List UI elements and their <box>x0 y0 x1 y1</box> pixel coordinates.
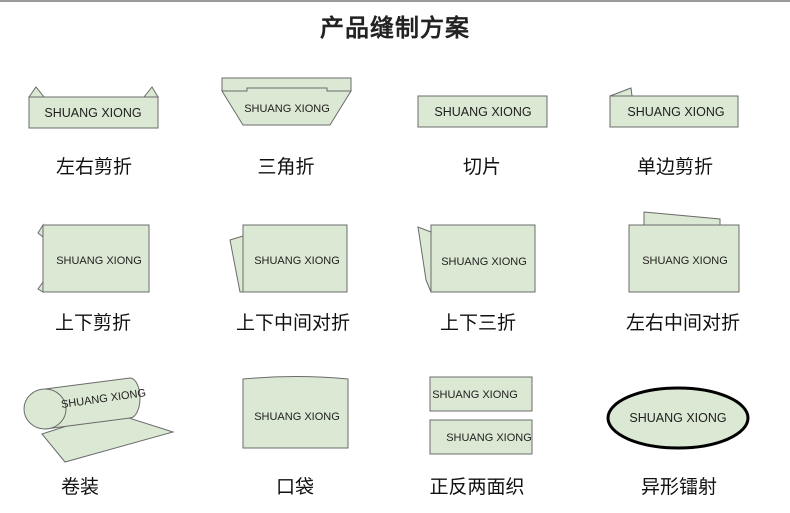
caption-top-bottom-cut-fold: 上下剪折 <box>54 312 131 334</box>
brand-label: SHUANG XIONG <box>254 411 340 423</box>
brand-label: SHUANG XIONG <box>629 411 726 425</box>
caption-triangle-fold: 三角折 <box>257 156 315 178</box>
figure-left-right-center-fold: SHUANG XIONG <box>628 211 740 293</box>
figure-left-right-cut-fold: SHUANG XIONG <box>28 86 159 129</box>
caption-pocket: 口袋 <box>275 476 314 498</box>
figure-double-sided-weave: SHUANG XIONG SHUANG XIONG <box>429 376 533 455</box>
figure-top-bottom-center-fold: SHUANG XIONG <box>229 224 348 293</box>
figure-pocket: SHUANG XIONG <box>242 376 349 449</box>
caption-double-sided-weave: 正反两面织 <box>429 476 525 498</box>
brand-label: SHUANG XIONG <box>254 255 340 267</box>
brand-label: SHUANG XIONG <box>441 256 527 268</box>
caption-roll: 卷装 <box>60 476 99 498</box>
top-rule <box>0 0 790 2</box>
caption-top-bottom-tri-fold: 上下三折 <box>439 312 516 334</box>
figure-top-bottom-cut-fold: SHUANG XIONG <box>37 223 150 293</box>
brand-label-back: SHUANG XIONG <box>446 432 532 444</box>
caption-left-right-cut-fold: 左右剪折 <box>55 156 132 178</box>
brand-label: SHUANG XIONG <box>434 105 531 119</box>
figure-triangle-fold: SHUANG XIONG <box>221 77 352 126</box>
page-title: 产品缝制方案 <box>320 14 470 42</box>
caption-slice: 切片 <box>462 156 501 178</box>
caption-laser-cut-shape: 异形镭射 <box>640 476 717 498</box>
figure-top-bottom-tri-fold: SHUANG XIONG <box>417 224 536 293</box>
brand-label: SHUANG XIONG <box>642 255 728 267</box>
figure-slice: SHUANG XIONG <box>417 95 548 128</box>
brand-label: SHUANG XIONG <box>244 103 330 115</box>
brand-label: SHUANG XIONG <box>44 106 141 120</box>
caption-single-side-cut-fold: 单边剪折 <box>636 156 713 178</box>
brand-label: SHUANG XIONG <box>627 105 724 119</box>
figure-single-side-cut-fold: SHUANG XIONG <box>609 87 739 128</box>
figure-laser-cut-shape: SHUANG XIONG <box>606 386 750 450</box>
caption-top-bottom-center-fold: 上下中间对折 <box>235 312 350 334</box>
brand-label: SHUANG XIONG <box>56 255 142 267</box>
figure-roll: SHUANG XIONG <box>23 377 175 463</box>
caption-left-right-center-fold: 左右中间对折 <box>625 312 740 334</box>
brand-label-front: SHUANG XIONG <box>432 389 518 401</box>
